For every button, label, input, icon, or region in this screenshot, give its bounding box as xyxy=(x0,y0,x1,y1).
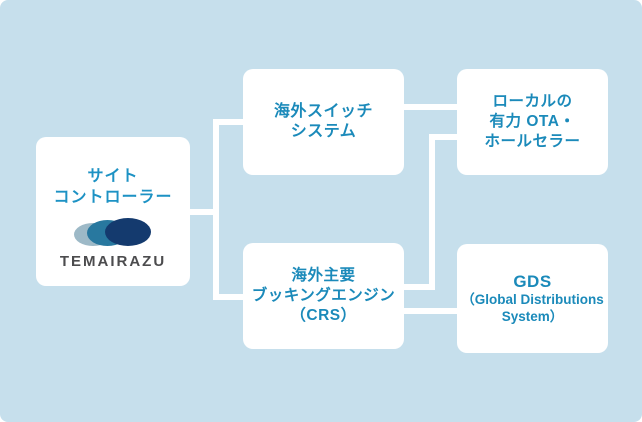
site-controller-title-line1: サイト xyxy=(87,168,139,185)
temairazu-logo-text: TEMAIRAZU xyxy=(59,252,167,270)
connector-crs-to-localota-vertical xyxy=(429,134,435,290)
node-booking-engine-crs: 海外主要 ブッキングエンジン （CRS） xyxy=(243,243,404,349)
connector-trunk-to-crs xyxy=(213,294,245,300)
booking-engine-line1: 海外主要 xyxy=(291,266,356,284)
temairazu-logo-icon xyxy=(74,217,152,247)
local-ota-line2: 有力 OTA・ xyxy=(489,113,576,131)
overseas-switch-label: 海外スイッチ システム xyxy=(274,102,373,143)
node-local-ota-wholesaler: ローカルの 有力 OTA・ ホールセラー xyxy=(457,69,608,175)
gds-subtitle-line1: （Global Distributions xyxy=(461,292,604,308)
connector-crs-to-localota-bottom xyxy=(402,284,435,290)
booking-engine-line2: ブッキングエンジン xyxy=(251,286,396,304)
site-controller-title: サイト コントローラー xyxy=(53,167,172,209)
booking-engine-line3: （CRS） xyxy=(290,307,357,325)
booking-engine-label: 海外主要 ブッキングエンジン （CRS） xyxy=(252,266,396,326)
local-ota-label: ローカルの 有力 OTA・ ホールセラー xyxy=(484,92,580,151)
connector-trunk-to-switch xyxy=(213,119,245,125)
connector-trunk-vertical xyxy=(213,119,219,300)
connector-switch-to-localota xyxy=(402,104,459,110)
local-ota-line1: ローカルの xyxy=(492,93,573,111)
node-overseas-switch-system: 海外スイッチ システム xyxy=(243,69,404,175)
overseas-switch-line1: 海外スイッチ xyxy=(273,102,373,120)
connector-crs-to-gds xyxy=(402,308,459,314)
logo-oval-navy-icon xyxy=(105,217,151,246)
gds-subtitle-line2: System） xyxy=(501,309,564,325)
node-gds: GDS （Global Distributions System） xyxy=(457,244,608,353)
site-controller-title-line2: コントローラー xyxy=(53,188,173,206)
node-site-controller: サイト コントローラー TEMAIRAZU xyxy=(36,137,190,286)
gds-subtitle: （Global Distributions System） xyxy=(461,292,604,326)
connector-crs-to-localota-top xyxy=(429,134,459,140)
overseas-switch-line2: システム xyxy=(290,123,357,140)
connector-sitecontroller-to-trunk xyxy=(189,209,219,215)
gds-title: GDS xyxy=(513,272,552,291)
local-ota-line3: ホールセラー xyxy=(484,132,581,150)
